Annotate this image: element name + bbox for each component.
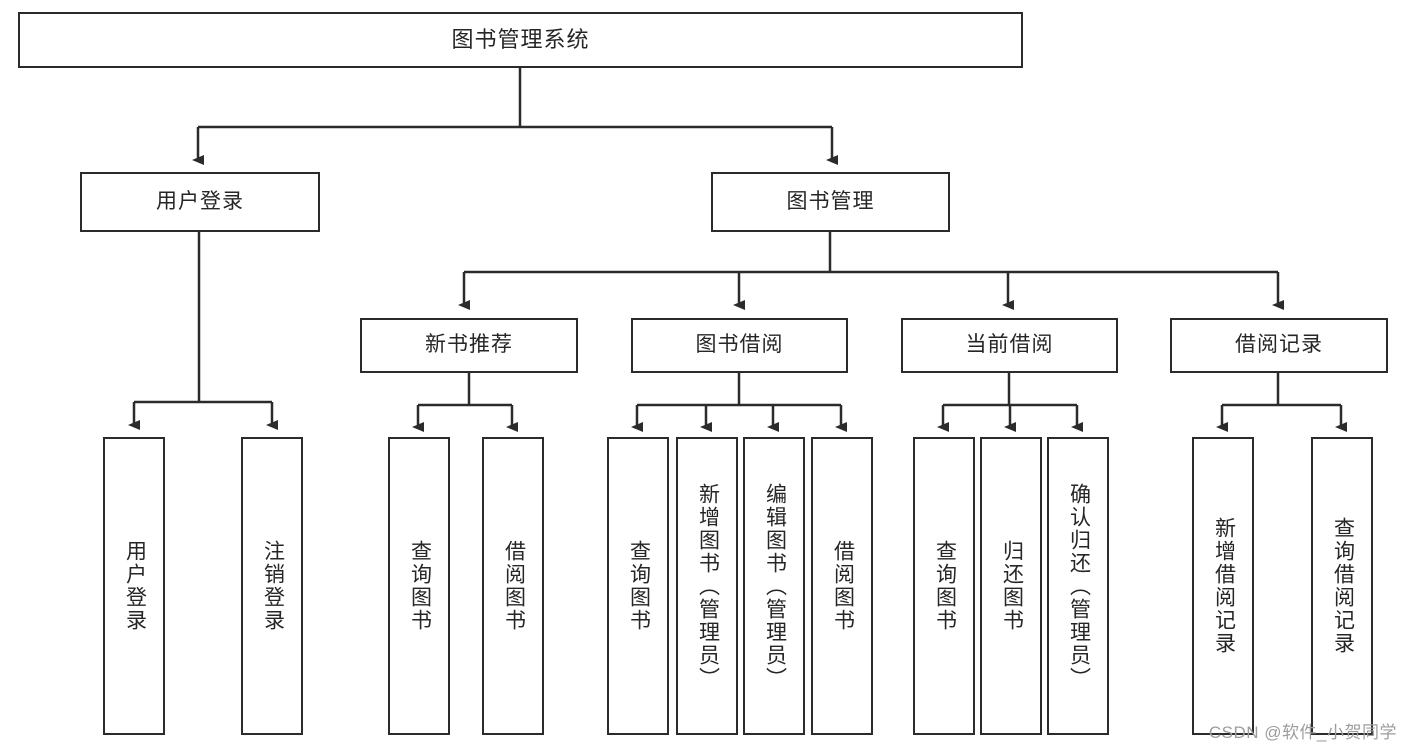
node-label: 图书借阅: [695, 333, 784, 357]
node-label: 注销登录: [261, 540, 285, 632]
leaf-add-borrow-record[interactable]: 新增借阅记录: [1192, 437, 1254, 735]
leaf-query-book-recommend[interactable]: 查询图书: [388, 437, 450, 735]
node-borrow-records[interactable]: 借阅记录: [1170, 318, 1388, 373]
node-label: 查询图书: [408, 540, 432, 632]
node-label: 用户登录: [123, 540, 147, 632]
leaf-borrow-book[interactable]: 借阅图书: [811, 437, 873, 735]
leaf-user-login[interactable]: 用户登录: [103, 437, 165, 735]
node-label: 借阅记录: [1235, 333, 1323, 357]
leaf-query-borrow-record[interactable]: 查询借阅记录: [1311, 437, 1373, 735]
node-label: 借阅图书: [831, 540, 855, 632]
leaf-edit-book-admin[interactable]: 编辑图书（管理员）: [743, 437, 805, 735]
leaf-add-book-admin[interactable]: 新增图书（管理员）: [676, 437, 738, 735]
node-label: 借阅图书: [502, 540, 526, 632]
node-label: 归还图书: [1000, 540, 1024, 632]
node-label: 编辑图书（管理员）: [763, 482, 787, 690]
node-label: 图书管理: [786, 189, 875, 213]
leaf-query-book-current[interactable]: 查询图书: [913, 437, 975, 735]
node-new-book-recommend[interactable]: 新书推荐: [360, 318, 578, 373]
node-root-system[interactable]: 图书管理系统: [18, 12, 1023, 68]
leaf-borrow-book-recommend[interactable]: 借阅图书: [482, 437, 544, 735]
node-user-login[interactable]: 用户登录: [80, 172, 320, 232]
node-book-management[interactable]: 图书管理: [711, 172, 950, 232]
node-label: 当前借阅: [965, 333, 1054, 357]
node-label: 图书管理系统: [451, 27, 590, 53]
node-book-borrow[interactable]: 图书借阅: [631, 318, 848, 373]
node-label: 查询借阅记录: [1331, 517, 1355, 655]
node-label: 查询图书: [933, 540, 957, 632]
leaf-return-book[interactable]: 归还图书: [980, 437, 1042, 735]
node-label: 新增借阅记录: [1212, 517, 1236, 655]
leaf-confirm-return-admin[interactable]: 确认归还（管理员）: [1047, 437, 1109, 735]
node-label: 用户登录: [156, 189, 244, 213]
watermark-text: CSDN @软件_小贺同学: [1208, 723, 1397, 742]
leaf-logout[interactable]: 注销登录: [241, 437, 303, 735]
node-label: 查询图书: [627, 540, 651, 632]
leaf-query-book-borrow[interactable]: 查询图书: [607, 437, 669, 735]
node-label: 确认归还（管理员）: [1067, 482, 1091, 690]
node-current-borrow[interactable]: 当前借阅: [901, 318, 1118, 373]
node-label: 新增图书（管理员）: [696, 482, 720, 690]
node-label: 新书推荐: [425, 333, 513, 357]
